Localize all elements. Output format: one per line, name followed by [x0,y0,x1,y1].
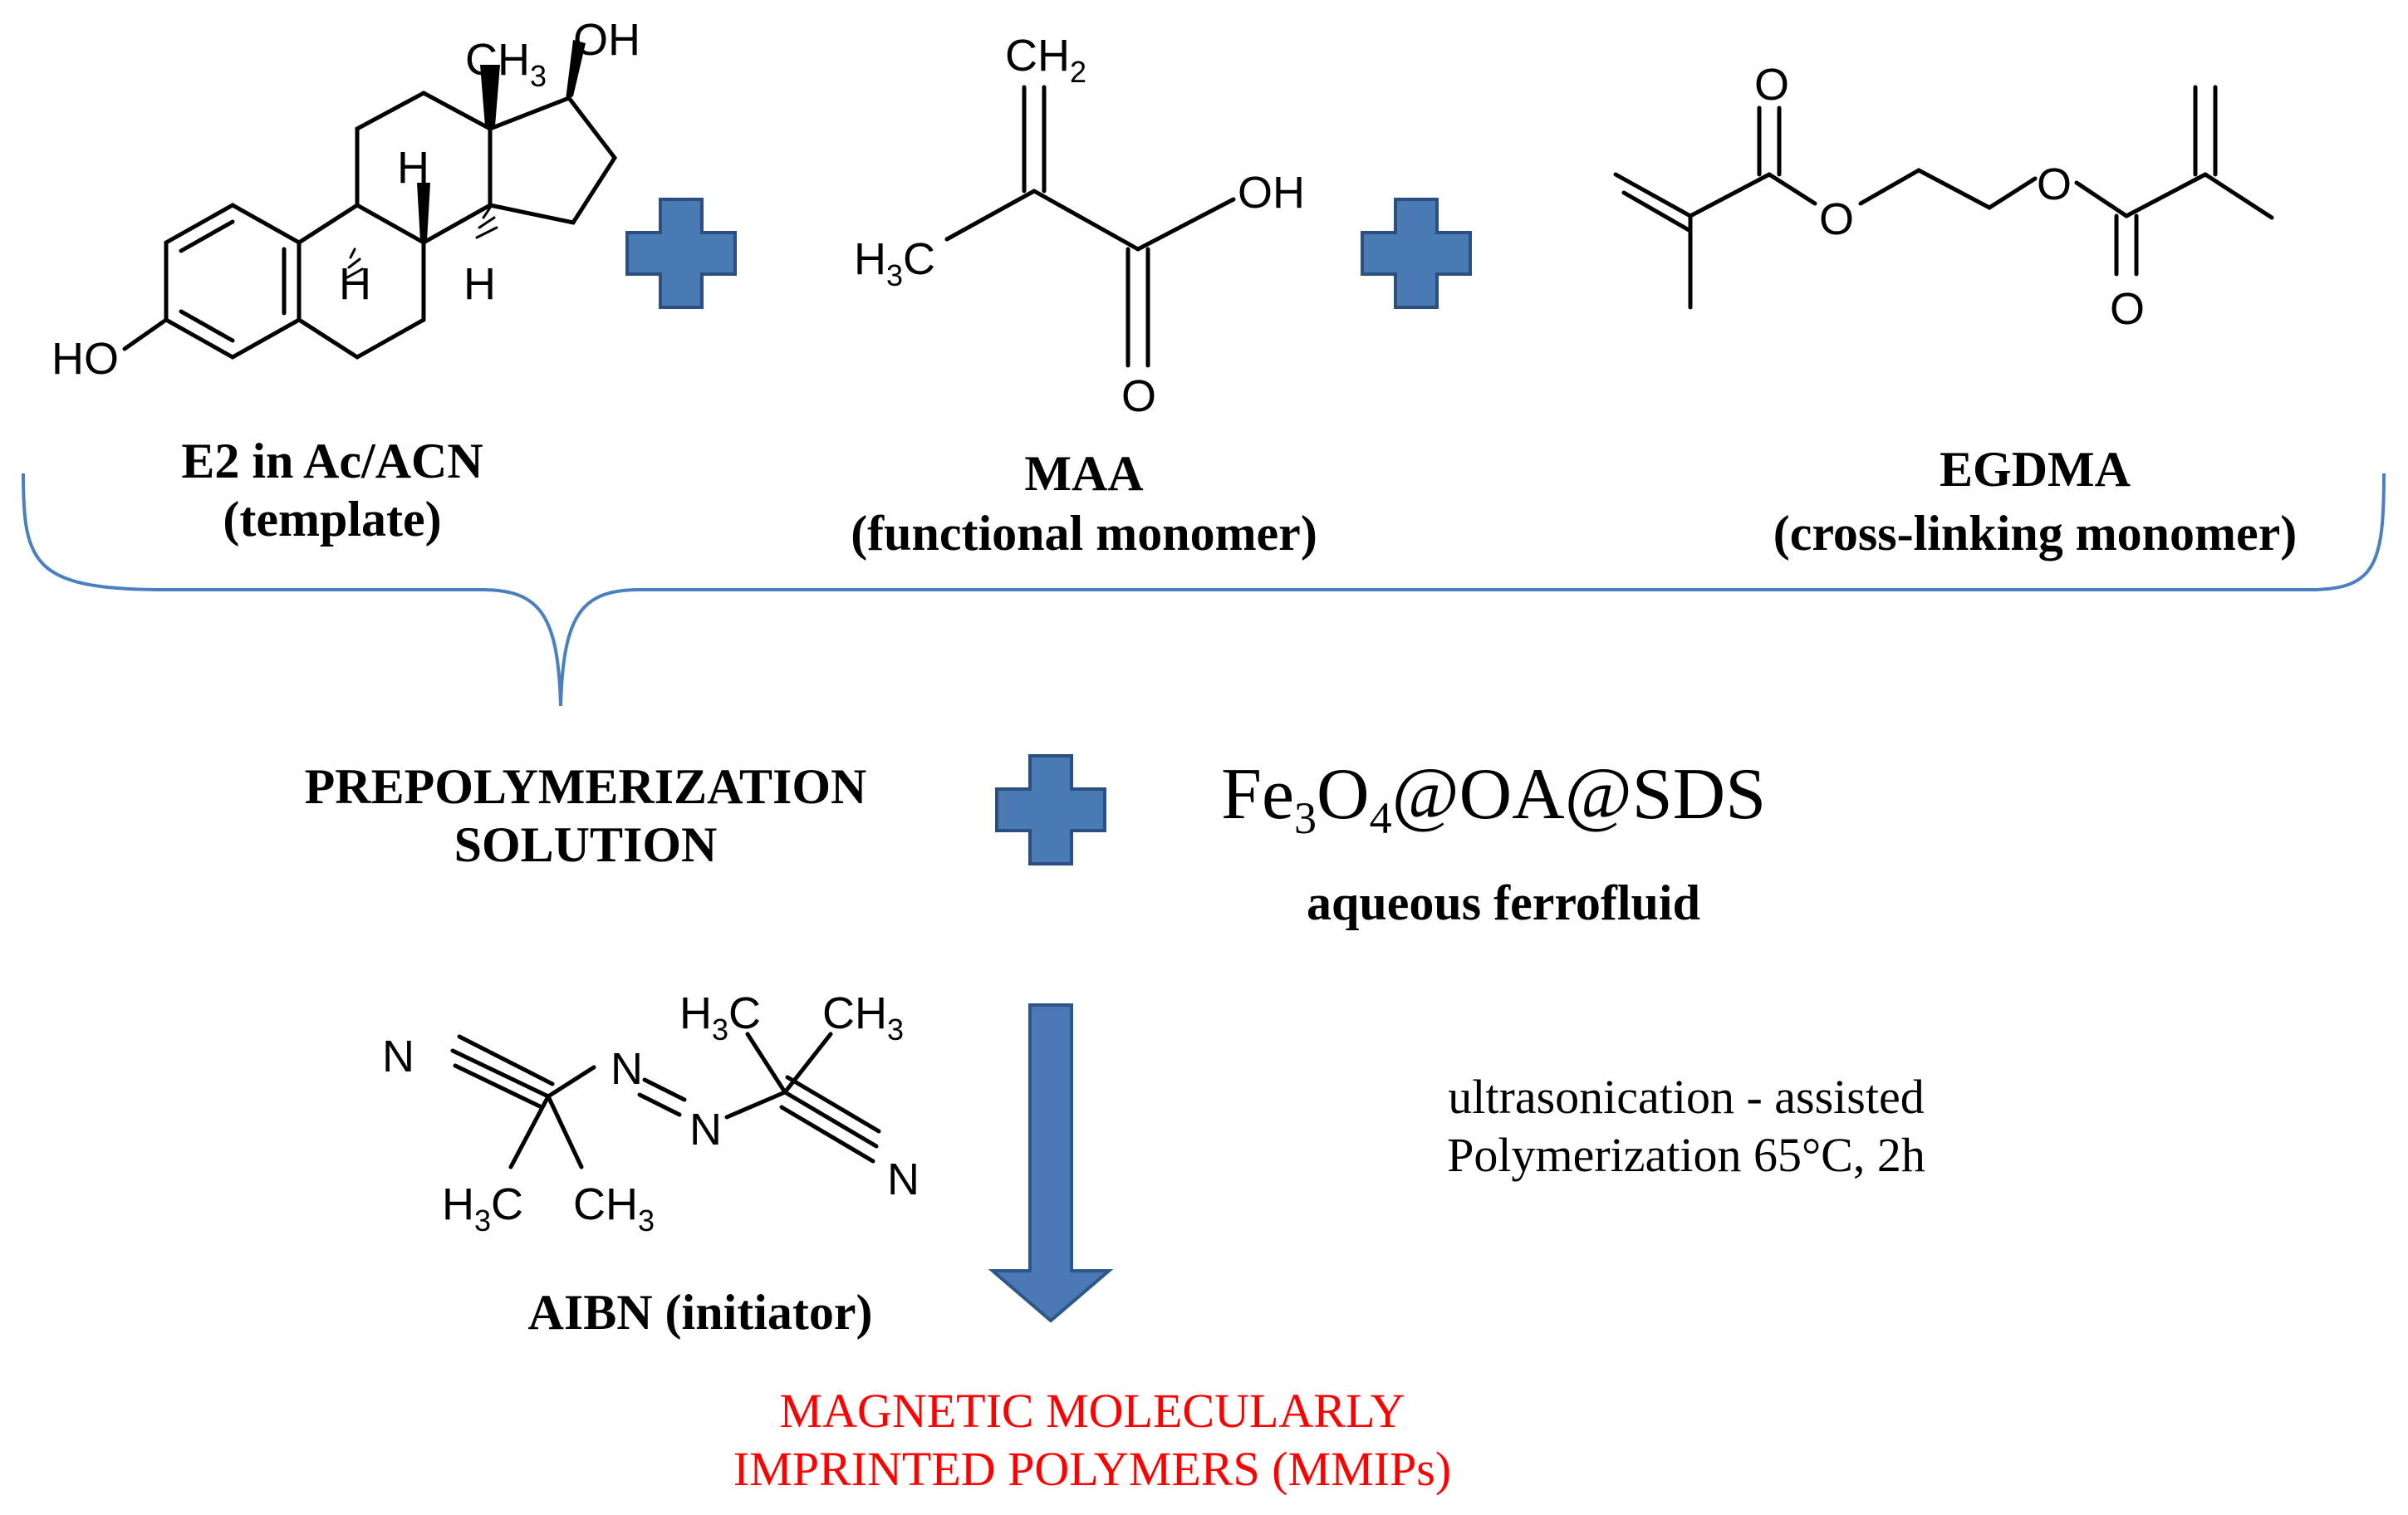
aibn-n-right: N [887,1155,920,1204]
product-line2: IMPRINTED POLYMERS (MMIPs) [733,1442,1451,1496]
maa-oh-label: OH [1238,168,1305,218]
aibn-n-azo2: N [689,1105,722,1155]
egdma-o-label-3: O [2037,159,2072,209]
egdma-o-label-1: O [1754,60,1789,110]
aibn-n-left: N [382,1032,414,1081]
maa-role: (functional monomer) [851,506,1317,561]
product-line1: MAGNETIC MOLECULARLY [780,1384,1405,1438]
maa-o-label: O [1121,371,1156,421]
maa-ch2-label: CH2 [1005,31,1086,89]
aibn-h3c-top: H3C [679,988,761,1047]
egdma-role: (cross-linking monomer) [1773,506,2298,561]
plus-icon [995,754,1106,865]
maa-name: MAA [1024,446,1143,501]
estradiol-structure: OH CH3 H H H HO [51,15,640,384]
egdma-name: EGDMA [1940,442,2131,497]
aibn-h3c-bottom: H3C [442,1179,523,1238]
template-name: E2 in Ac/ACN [181,434,483,488]
e2-oh-label: OH [573,15,640,65]
e2-h-label-1: H [397,143,429,193]
template-role: (template) [223,492,441,547]
curly-brace [22,473,2386,707]
plus-icon [625,198,737,309]
e2-h-label-3: H [463,259,496,309]
aibn-label: AIBN (initiator) [528,1285,873,1340]
egdma-o-label-2: O [1819,194,1854,244]
ferrofluid-description: aqueous ferrofluid [1307,875,1700,930]
aibn-ch3-bottom: CH3 [573,1179,655,1238]
prepolymerization-line1: PREPOLYMERIZATION [305,759,867,814]
ferrofluid-formula: Fe3O4@OA@SDS [1221,754,1766,843]
conditions-line2: Polymerization 65°C, 2h [1447,1128,1925,1182]
e2-ch3-label: CH3 [465,35,547,93]
prepolymerization-line2: SOLUTION [454,817,718,872]
aibn-ch3-top: CH3 [822,988,904,1047]
maa-structure: CH2 H3C OH O [854,31,1305,421]
plus-icon [1361,198,1472,309]
egdma-structure: O O O O [1613,60,2274,334]
aibn-n-azo1: N [611,1044,643,1094]
e2-ho-label: HO [51,334,119,384]
aibn-structure: N N N N H3C CH3 H3C CH3 [382,988,920,1238]
e2-h-label-2: H [339,259,371,309]
egdma-o-label-4: O [2110,284,2145,334]
maa-h3c-label: H3C [854,234,935,292]
conditions-line1: ultrasonication - assisted [1448,1070,1924,1124]
arrow-down-icon [988,1003,1114,1323]
